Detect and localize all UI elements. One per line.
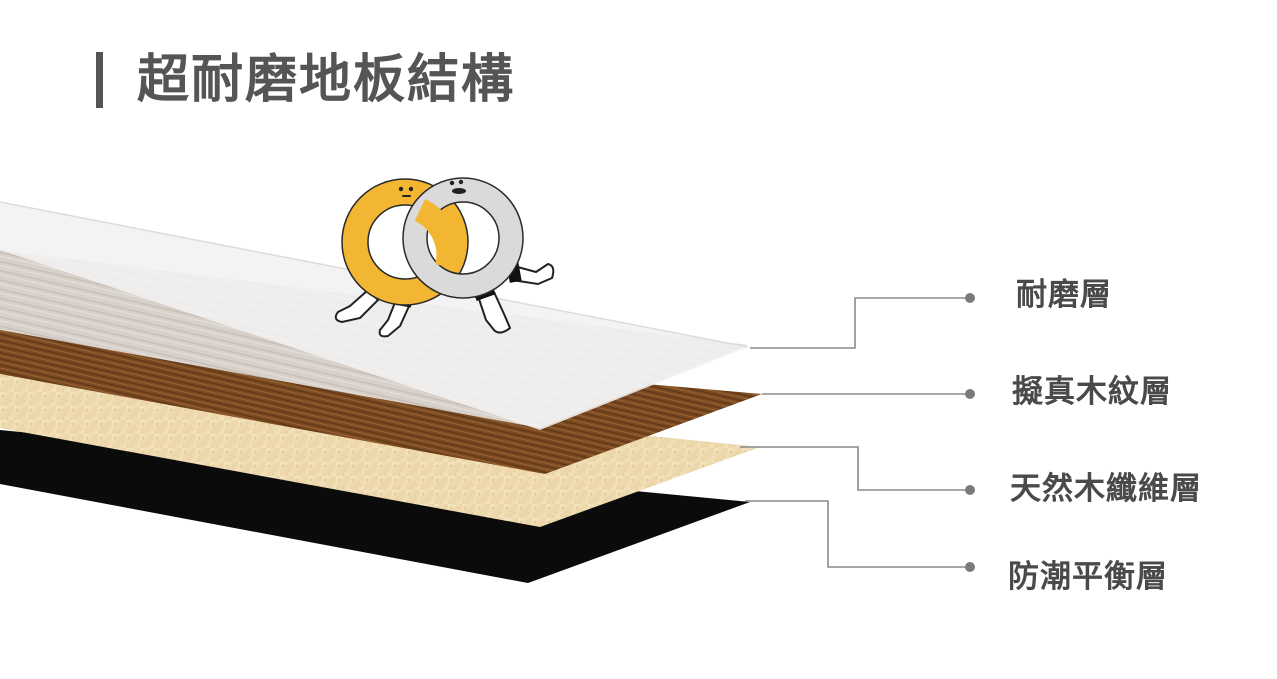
leader-dots <box>965 293 975 572</box>
dot-marker-icon <box>965 562 975 572</box>
title-accent-bar <box>96 52 103 108</box>
balance-layer <box>0 430 750 583</box>
leader-line-wear <box>750 297 970 349</box>
leader-line-fiber <box>740 446 970 491</box>
leader-line-balance <box>745 500 970 568</box>
dot-marker-icon <box>965 293 975 303</box>
leader-lines <box>740 297 970 568</box>
page-title: 超耐磨地板結構 <box>137 50 516 110</box>
wear-layer <box>0 202 748 430</box>
dot-marker-icon <box>965 485 975 495</box>
dot-marker-icon <box>965 389 975 399</box>
twin-ring-mascot-icon <box>334 177 555 338</box>
label-wear-layer: 耐磨層 <box>1016 277 1112 313</box>
label-fiber-layer: 天然木纖維層 <box>1010 471 1202 507</box>
fiber-layer <box>0 370 760 527</box>
title-group: 超耐磨地板結構 <box>96 52 515 108</box>
label-wood-grain-layer: 擬真木紋層 <box>1012 374 1172 410</box>
label-balance-layer: 防潮平衡層 <box>1008 559 1168 595</box>
